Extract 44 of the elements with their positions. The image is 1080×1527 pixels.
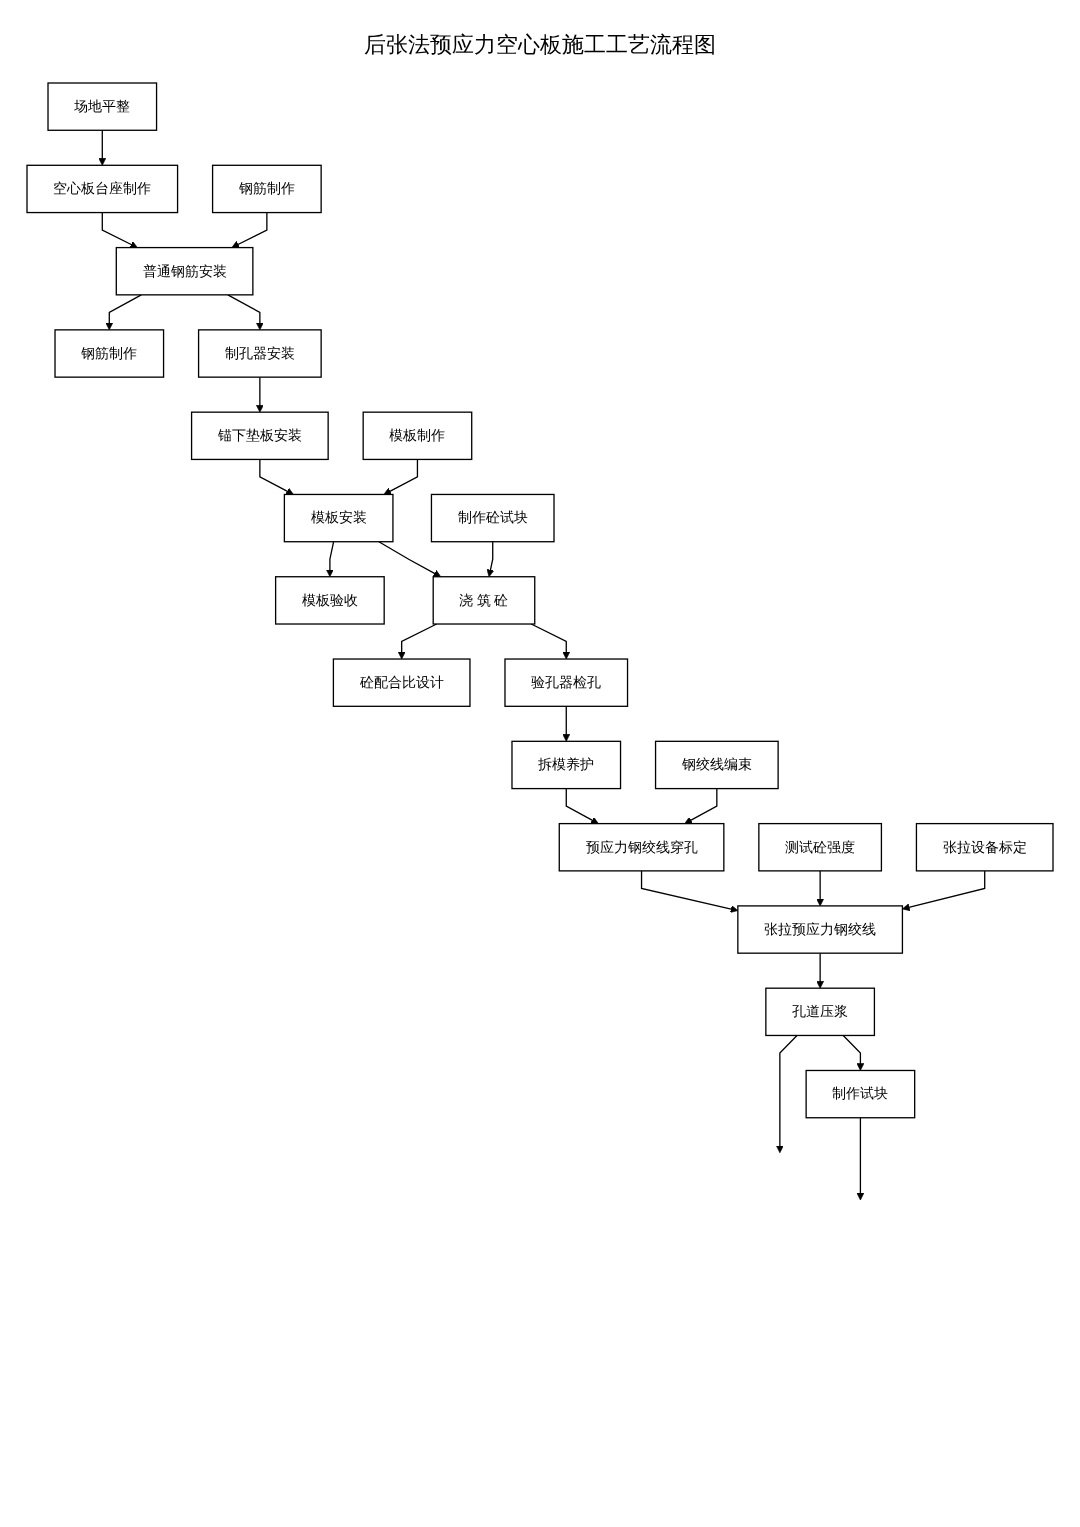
node-box: 测试砼强度	[758, 822, 883, 872]
arrow	[565, 787, 599, 824]
arrow	[383, 458, 419, 495]
node-box: 普通钢筋安装	[115, 246, 254, 296]
node-box: 制作试块	[805, 1069, 916, 1119]
node-box: 钢筋制作	[211, 164, 322, 214]
diagram-title: 后张法预应力空心板施工工艺流程图	[364, 31, 716, 59]
node-box: 场地平整	[47, 82, 158, 131]
arrow	[101, 211, 138, 248]
node-box: 模板制作	[362, 411, 473, 461]
arrow	[231, 211, 268, 248]
arrow	[562, 705, 571, 742]
node-box: 浇 筑 砼	[432, 576, 536, 625]
node-box: 模板验收	[274, 576, 385, 625]
node-box: 制作砼试块	[430, 493, 555, 543]
arrow	[816, 870, 824, 907]
arrow	[98, 129, 107, 166]
node-box: 空心板台座制作	[26, 164, 179, 214]
node-box: 钢绞线编束	[654, 740, 779, 790]
arrow	[326, 541, 335, 578]
node-box: 预应力钢绞线穿孔	[558, 822, 725, 872]
arrow	[856, 1117, 865, 1201]
arrow	[902, 870, 986, 911]
node-box: 钢筋制作	[54, 329, 165, 378]
arrow	[378, 541, 442, 578]
node-box: 验孔器检孔	[504, 658, 629, 707]
node-box: 锚下垫板安装	[190, 411, 329, 461]
arrow	[486, 541, 495, 578]
node-box: 砼配合比设计	[332, 658, 471, 707]
arrow	[256, 376, 264, 413]
node-box: 拆模养护	[511, 740, 622, 790]
arrow	[227, 294, 264, 331]
arrow	[776, 1034, 798, 1154]
arrow	[397, 623, 438, 660]
arrow	[684, 787, 718, 824]
node-box: 制孔器安装	[197, 329, 322, 378]
node-box: 模板安装	[283, 493, 394, 543]
node-box: 张拉预应力钢绞线	[737, 905, 904, 954]
arrow	[259, 458, 294, 495]
arrow	[816, 952, 824, 989]
node-box: 张拉设备标定	[915, 822, 1054, 872]
arrow	[842, 1034, 865, 1071]
node-box: 孔道压浆	[765, 987, 876, 1037]
arrow	[105, 294, 142, 331]
